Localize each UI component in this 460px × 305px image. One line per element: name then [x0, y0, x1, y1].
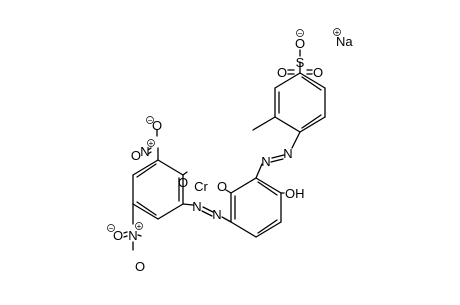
- hydroxyl-group: OH: [285, 186, 305, 201]
- azo1-n-atom-b: N: [261, 154, 270, 169]
- nitro2-n-atom: N: [128, 228, 137, 243]
- oxygen-left-atom: O: [178, 175, 188, 190]
- nitro2-o-side-charge: −: [109, 224, 114, 233]
- nitro1-o-top-atom: O: [152, 118, 162, 133]
- azo2-n-atom-b: N: [192, 199, 201, 214]
- sulfonate-o-top-atom: O: [295, 36, 305, 51]
- oxygen-right-atom: O: [217, 179, 227, 194]
- sulfonate-s-atom: S: [296, 55, 305, 70]
- nitro2-o-side-atom: O: [113, 228, 123, 243]
- bond-lines: [123, 49, 326, 251]
- nitro2-o-bottom-atom: O: [135, 259, 145, 274]
- sulfonate-o-left-atom: O: [277, 65, 287, 80]
- nitro2-n-charge: +: [137, 222, 142, 231]
- sodium-charge: +: [335, 28, 340, 37]
- sulfonate-o-right-atom: O: [313, 65, 323, 80]
- nitro1-o-top-charge: −: [148, 116, 153, 125]
- azo1-n-atom-a: N: [283, 146, 292, 161]
- nitro1-o-bottom-atom: O: [131, 148, 141, 163]
- nitro1-n-atom: N: [140, 144, 149, 159]
- sodium-atom: Na: [336, 34, 353, 49]
- sulfonate-o-top-charge: −: [298, 29, 303, 38]
- nitro1-n-charge: +: [149, 139, 154, 148]
- chromium-atom: Cr: [194, 179, 208, 194]
- azo2-n-atom-a: N: [212, 207, 221, 222]
- charge-circles: [107, 28, 341, 232]
